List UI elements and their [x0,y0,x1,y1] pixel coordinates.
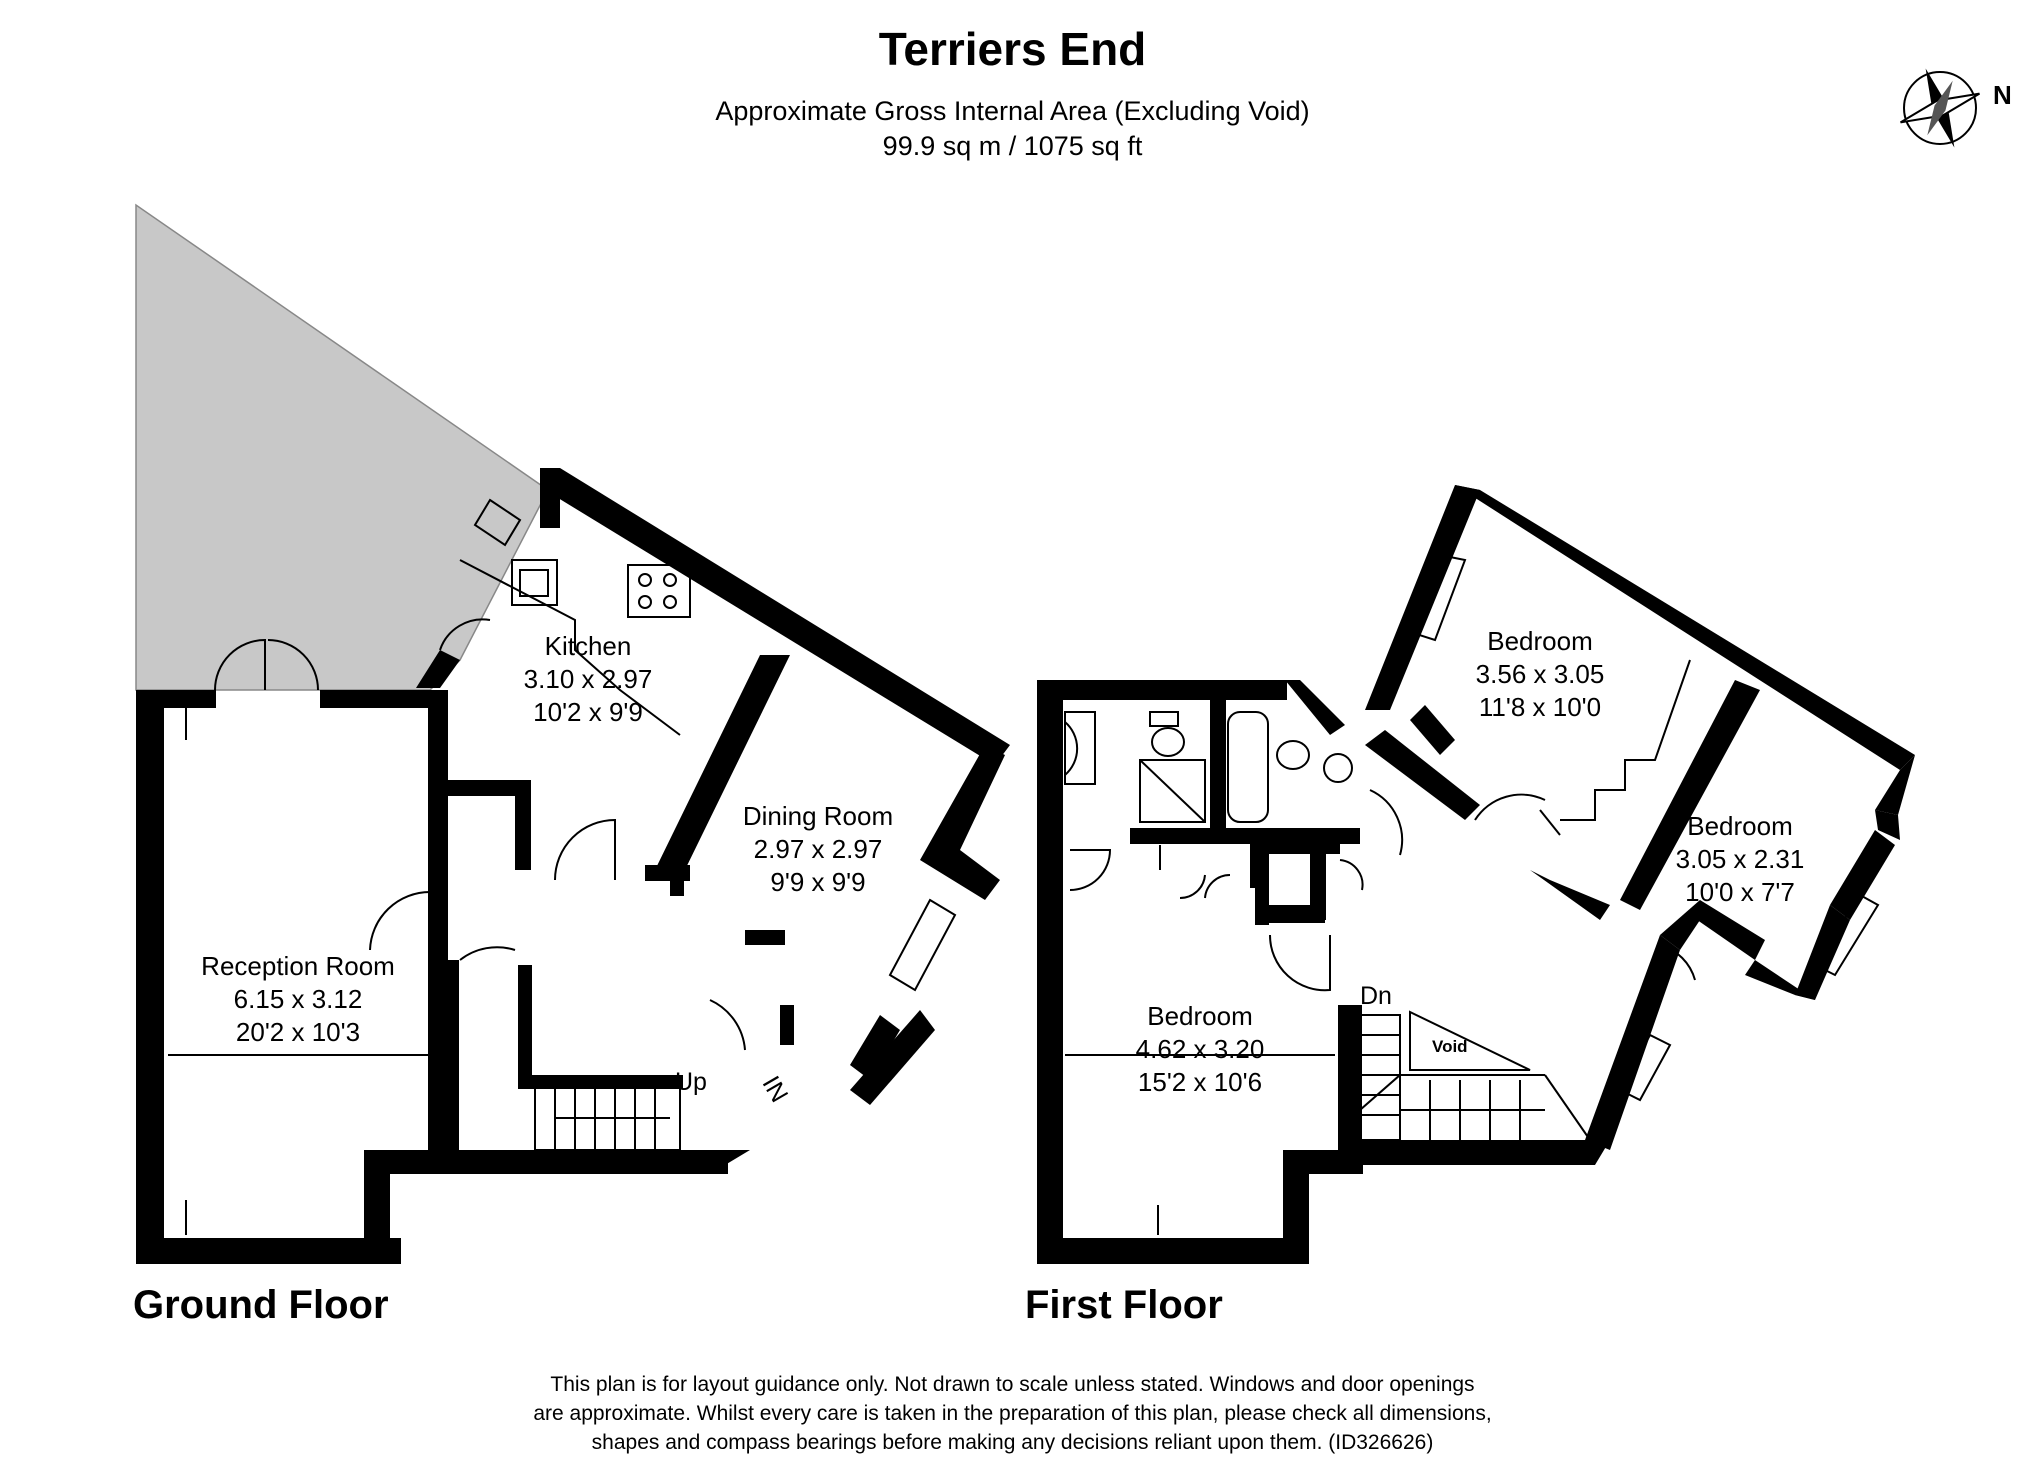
first-floor-details [1064,553,1880,1261]
room-imperial: 9'9 x 9'9 [770,867,866,897]
room-imperial: 15'2 x 10'6 [1137,1067,1263,1097]
room-label-reception-room: Reception Room 6.15 x 3.12 20'2 x 10'3 [178,950,418,1049]
disclaimer-line-1: This plan is for layout guidance only. N… [550,1373,1475,1396]
room-metric: 3.10 x 2.97 [523,664,653,694]
room-imperial: 10'2 x 9'9 [533,697,643,727]
room-label-bedroom-1: Bedroom 3.56 x 3.05 11'8 x 10'0 [1440,625,1640,724]
room-imperial: 20'2 x 10'3 [235,1017,361,1047]
room-metric: 4.62 x 3.20 [1135,1034,1265,1064]
room-metric: 3.05 x 2.31 [1675,844,1805,874]
room-name: Dining Room [742,801,894,831]
page-title: Terriers End [878,23,1147,75]
disclaimer-line-3: shapes and compass bearings before makin… [591,1431,1434,1454]
room-name: Kitchen [544,631,632,661]
room-name: Bedroom [1487,626,1593,656]
room-label-bedroom-2: Bedroom 3.05 x 2.31 10'0 x 7'7 [1660,810,1820,909]
room-label-bedroom-3: Bedroom 4.62 x 3.20 15'2 x 10'6 [1100,1000,1300,1099]
room-name: Reception Room [201,951,395,981]
area-subtitle: Approximate Gross Internal Area (Excludi… [715,96,1310,126]
room-label-dining-room: Dining Room 2.97 x 2.97 9'9 x 9'9 [718,800,918,899]
compass-icon [1900,68,1980,148]
ground-floor-walls [136,468,1010,1264]
ground-floor-title: Ground Floor [133,1283,389,1327]
first-floor-walls [1037,485,1915,1264]
area-value: 99.9 sq m / 1075 sq ft [882,131,1143,161]
room-imperial: 10'0 x 7'7 [1685,877,1795,907]
disclaimer-line-2: are approximate. Whilst every care is ta… [533,1402,1492,1425]
room-imperial: 11'8 x 10'0 [1478,692,1602,722]
room-metric: 2.97 x 2.97 [753,834,883,864]
stairs-up-label: Up [675,1068,707,1096]
void-label: Void [1432,1037,1468,1056]
room-metric: 6.15 x 3.12 [233,984,363,1014]
first-floor-title: First Floor [1025,1283,1223,1327]
room-name: Bedroom [1687,811,1793,841]
garden-area [135,203,549,691]
ground-floor-details [168,498,957,1261]
room-metric: 3.56 x 3.05 [1475,659,1605,689]
room-name: Bedroom [1147,1001,1253,1031]
room-label-kitchen: Kitchen 3.10 x 2.97 10'2 x 9'9 [498,630,678,729]
stairs-down-label: Dn [1360,982,1392,1010]
compass-north-label: N [1993,80,2012,110]
